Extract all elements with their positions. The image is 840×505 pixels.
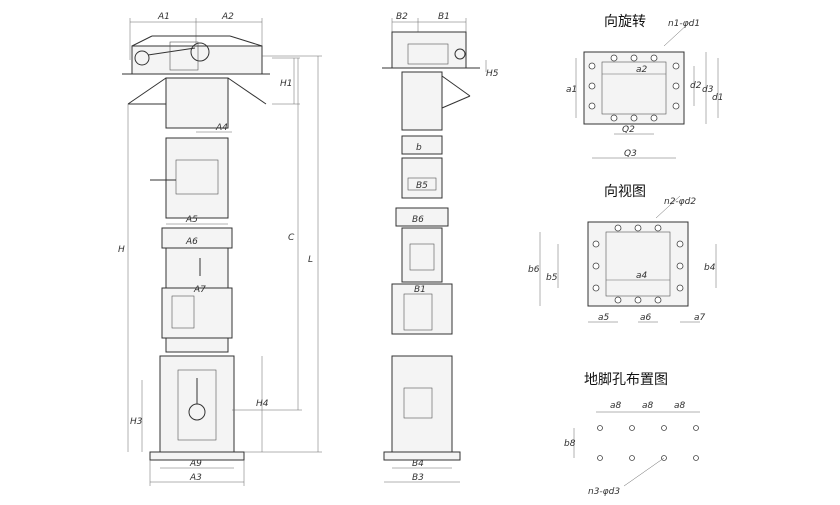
- discharge-flange-view: 向旋转 n1-φd1 a1 a2 d2 d3 d1 Q2 Q3: [566, 14, 723, 159]
- discharge-holes-label: n1-φd1: [668, 19, 700, 29]
- foundation-title: 地脚孔布置图: [584, 372, 668, 388]
- dim-d1-a1-label: a1: [566, 85, 577, 95]
- dim-b8-label: b8: [564, 439, 576, 449]
- inspection-door: [171, 295, 195, 329]
- side-middle-casing: [401, 227, 443, 283]
- dim-a7-label: A7: [193, 285, 206, 295]
- head-section: [165, 77, 229, 129]
- discharge-view-title: 向旋转: [604, 14, 646, 30]
- dim-c-label: C: [288, 233, 295, 243]
- side-inspection-section: [391, 283, 453, 335]
- dim-h-label: H: [118, 245, 125, 255]
- dim-a3-label: A3: [189, 473, 202, 483]
- side-middle-flange: [395, 207, 449, 227]
- dim-q2-label: Q2: [622, 125, 635, 135]
- middle-casing: [165, 247, 229, 289]
- dim-q3-label: Q3: [624, 149, 637, 159]
- dim-a8-label-3: a8: [674, 401, 686, 411]
- dim-d2-label: d2: [690, 81, 702, 91]
- inlet-view-title: 向视图: [604, 184, 646, 200]
- front-view: A1 A2 H1 A4 A5 A6 A: [118, 12, 322, 486]
- dim-a2-label: A2: [221, 12, 234, 22]
- discharge-flange: [583, 51, 685, 125]
- dim-d3-label: d3: [702, 85, 714, 95]
- side-head: [391, 31, 467, 69]
- dim-b5-label: B5: [416, 181, 428, 191]
- dim-b4-label: B4: [412, 459, 424, 469]
- drive-motor: [190, 42, 210, 62]
- dim-b5-label-inlet: b5: [546, 273, 558, 283]
- dim-b6-label: B6: [412, 215, 424, 225]
- dim-l-label: L: [308, 255, 313, 265]
- lower-casing: [165, 337, 229, 353]
- dim-b2-label: B2: [396, 12, 408, 22]
- dim-b-label: b: [416, 143, 422, 153]
- dim-d1-label: d1: [712, 93, 723, 103]
- dim-h4-label: H4: [256, 399, 269, 409]
- dim-b3-label: B3: [412, 473, 424, 483]
- dim-a6-label-inlet: a6: [640, 313, 652, 323]
- side-base-plate: [383, 451, 461, 461]
- inlet-holes-label: n2-φd2: [664, 197, 696, 207]
- dim-h3-label: H3: [130, 417, 143, 427]
- dim-h5-label: H5: [486, 69, 499, 79]
- upper-casing: [165, 137, 229, 219]
- side-upper-flange: [401, 135, 443, 155]
- dim-a5-label: A5: [185, 215, 198, 225]
- dim-b1-label: B1: [438, 12, 450, 22]
- dim-a6-label: A6: [185, 237, 198, 247]
- foundation-layout: 地脚孔布置图 a8 a8 a8 b8 n3-φd3: [564, 372, 700, 497]
- dim-h1-label: H1: [280, 79, 293, 89]
- dim-a8-label-2: a8: [642, 401, 654, 411]
- inspection-section: [161, 287, 233, 339]
- base-plate: [149, 451, 245, 461]
- dim-b1-side-label: B1: [414, 285, 426, 295]
- side-view: B2 B1 H5 b B5 B6 B1 B4 B3: [382, 12, 499, 483]
- dim-a2-label: a2: [636, 65, 648, 75]
- dim-a4-label-inlet: a4: [636, 271, 648, 281]
- side-head-section: [401, 71, 443, 131]
- inlet-flange: [587, 221, 689, 307]
- drive-wheel-left: [134, 50, 150, 66]
- inlet-flange-view: 向视图 n2-φd2 b6 b5 a5 a4 a6 a7 b4: [528, 184, 717, 323]
- dim-b6-label-inlet: b6: [528, 265, 540, 275]
- dim-a8-label-1: a8: [610, 401, 622, 411]
- foundation-holes-label: n3-φd3: [588, 487, 620, 497]
- dim-a5-label-inlet: a5: [598, 313, 610, 323]
- dim-a7-label-inlet: a7: [694, 313, 706, 323]
- dim-a4-label: A4: [215, 123, 228, 133]
- side-boot-section: [391, 355, 453, 453]
- dim-a1-label: A1: [157, 12, 170, 22]
- dim-a9-label: A9: [189, 459, 202, 469]
- dim-b4-label-inlet: b4: [704, 263, 716, 273]
